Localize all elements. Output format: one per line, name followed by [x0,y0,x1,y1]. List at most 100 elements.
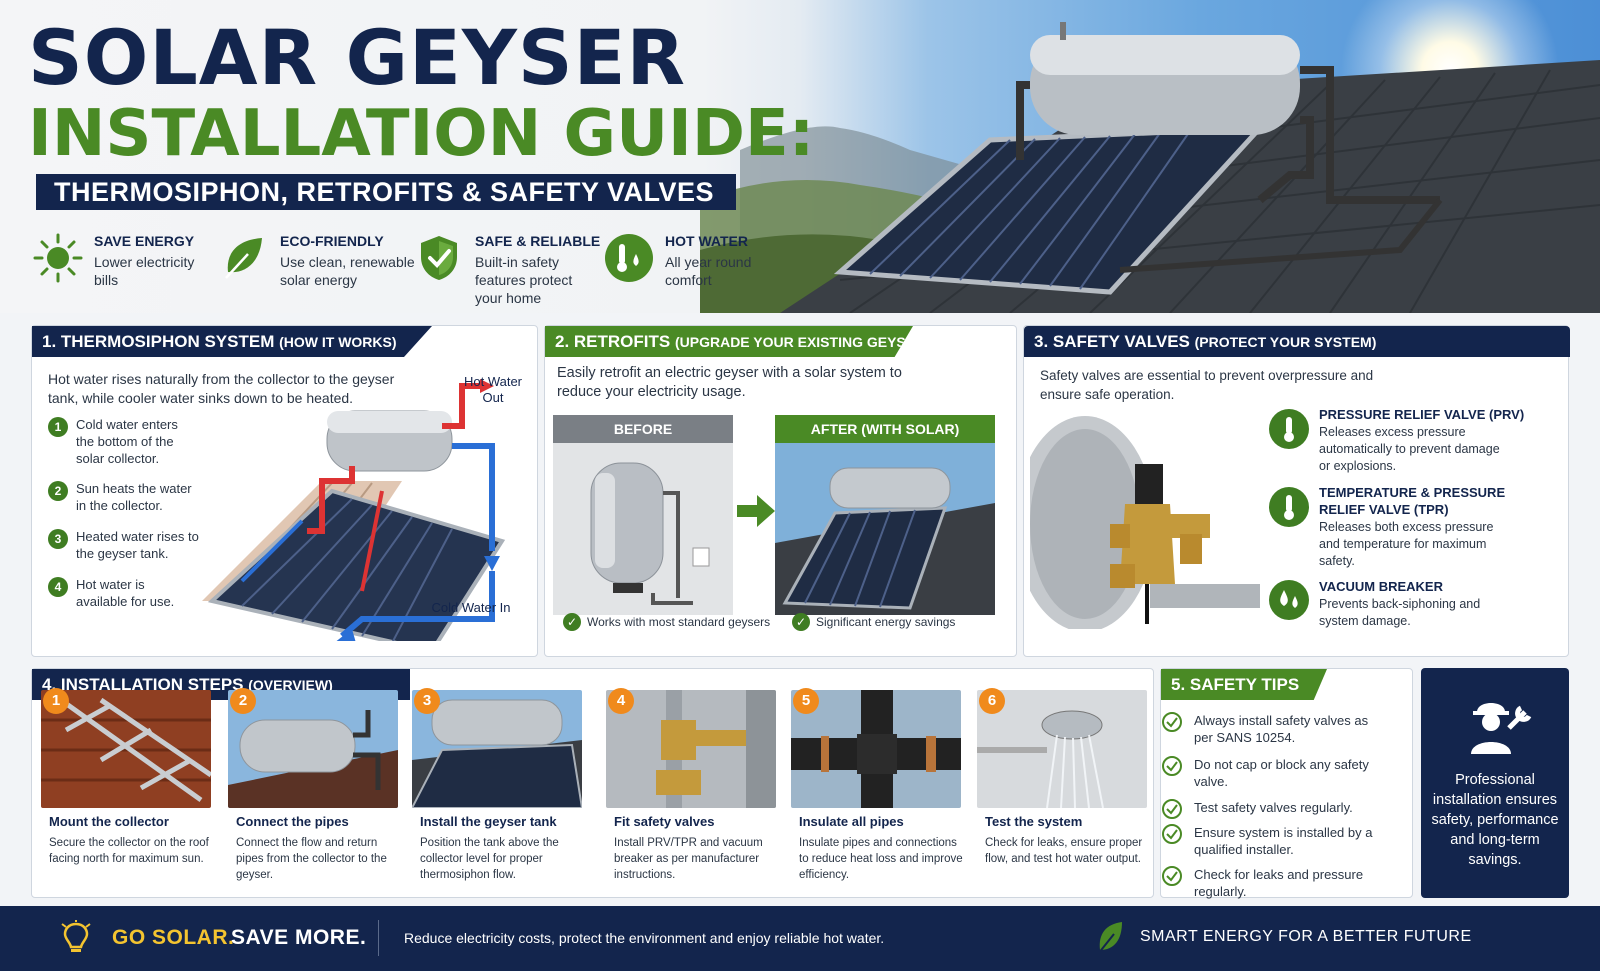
cold-water-in-label: Cold Water In [431,600,511,615]
footer-slogan-save-more: SAVE MORE. [231,926,367,949]
thermosiphon-panel: 1. THERMOSIPHON SYSTEM (HOW IT WORKS) Ho… [31,325,538,657]
check-circle-icon [1162,712,1182,732]
step-desc: Position the tank above the collector le… [420,837,559,881]
hero-subtitle: THERMOSIPHON, RETROFITS & SAFETY VALVES [36,174,736,210]
step-text: Hot water is available for use. [76,577,175,609]
valve-title: PRESSURE RELIEF VALVE (PRV) [1319,407,1525,422]
heading-text: 3. SAFETY VALVES [1034,332,1190,351]
retrofit-benefit: Significant energy savings [816,615,956,629]
feature-desc: All year round comfort [665,254,752,288]
step-text: Sun heats the water in the collector. [76,481,192,513]
install-step-2: 2 Connect the pipes Connect the flow and… [228,688,398,890]
install-step-5: 5 Insulate all pipes Insulate pipes and … [791,688,963,890]
safety-tip: Ensure system is installed by a qualifie… [1194,825,1373,857]
heading-text: 4. INSTALLATION STEPS [42,675,244,694]
feature-desc: Use clean, renewable solar energy [280,254,415,288]
check-icon: ✓ [563,613,581,631]
feature-title: SAFE & RELIABLE [475,233,601,249]
pro-installation-panel: Professional installation ensures safety… [1421,668,1569,898]
arrow-right-icon [737,495,775,527]
before-image: BEFORE [553,415,733,615]
step-text: Heated water rises to the geyser tank. [76,529,199,561]
valve-title: TEMPERATURE & PRESSURE RELIEF VALVE (TPR… [1319,485,1506,517]
step-title: Test the system [985,814,1083,829]
thermosiphon-diagram [202,379,506,641]
install-step-1: 1 Mount the collector Secure the collect… [41,688,211,890]
heading-text: 1. THERMOSIPHON SYSTEM [42,332,275,351]
step-text: Cold water enters the bottom of the sola… [76,417,178,466]
retrofit-benefit: Works with most standard geysers [587,615,771,629]
heading-note: (HOW IT WORKS) [279,334,397,350]
retrofits-panel: 2. RETROFITS (UPGRADE YOUR EXISTING GEYS… [544,325,1017,657]
safety-valves-heading: 3. SAFETY VALVES (PROTECT YOUR SYSTEM) [1024,326,1570,357]
electric-geyser-graphic [590,462,710,605]
footer-right-text: SMART ENERGY FOR A BETTER FUTURE [1140,928,1472,945]
lightbulb-icon [61,920,91,952]
heading-note: (UPGRADE YOUR EXISTING GEYSER) [674,334,930,350]
safety-tips-panel: 5. SAFETY TIPS [1160,668,1413,898]
install-step-3: 3 Install the geyser tank Position the t… [412,688,582,890]
footer-bar: GO SOLAR. SAVE MORE. Reduce electricity … [0,906,1600,971]
install-step-6: 6 Test the system Check for leaks, ensur… [977,688,1147,890]
retrofits-intro: Easily retrofit an electric geyser with … [557,365,902,400]
hero-title-line1: SOLAR GEYSER [28,13,687,102]
after-label: AFTER (WITH SOLAR) [775,415,995,443]
footer-slogan-go-solar: GO SOLAR. [112,926,235,949]
feature-desc: Lower electricity bills [94,254,195,288]
thermometer-icon [1269,409,1309,449]
footer-tagline: Reduce electricity costs, protect the en… [404,930,885,946]
safety-tip: Always install safety valves as per SANS… [1194,713,1369,745]
step-badge: 4 [608,688,634,714]
step-badge: 1 [43,688,69,714]
hero-banner: SOLAR GEYSER INSTALLATION GUIDE: THERMOS… [0,0,1600,313]
feature-desc: Built-in safety features protect your ho… [475,254,573,306]
sun-icon [33,233,83,283]
installation-steps-panel: 4. INSTALLATION STEPS (OVERVIEW) [31,668,1154,898]
step-desc: Connect the flow and return pipes from t… [236,837,387,881]
feature-title: ECO-FRIENDLY [280,233,384,249]
check-circle-icon [1162,756,1182,776]
safety-tip: Test safety valves regularly. [1194,800,1353,815]
thermometer-drop-icon [605,234,653,282]
heading-note: (OVERVIEW) [248,677,333,693]
pro-installation-text: Professional installation ensures safety… [1431,772,1559,868]
fit-valves-photo [606,690,776,808]
step-number: 1 [48,417,68,437]
safety-valve-photo [1030,416,1260,629]
step-badge: 2 [230,688,256,714]
retrofits-heading: 2. RETROFITS (UPGRADE YOUR EXISTING GEYS… [545,326,913,357]
safety-tip: Do not cap or block any safety valve. [1194,757,1369,789]
water-drops-icon [1269,580,1309,620]
thermometer-icon [1269,487,1309,527]
valve-title: VACUUM BREAKER [1319,579,1443,594]
feature-title: HOT WATER [665,233,748,249]
feature-safe-reliable: SAFE & RELIABLE Built-in safety features… [413,228,603,308]
step-badge: 3 [414,688,440,714]
hero-solar-geyser-illustration [700,22,1600,313]
install-tank-photo [412,690,582,808]
step-desc: Install PRV/TPR and vacuum breaker as pe… [614,837,763,881]
check-circle-icon [1162,799,1182,819]
step-number: 3 [48,529,68,549]
before-label: BEFORE [553,415,733,443]
step-desc: Check for leaks, ensure proper flow, and… [985,837,1143,865]
step-badge: 5 [793,688,819,714]
install-heading: 4. INSTALLATION STEPS (OVERVIEW) [32,669,410,700]
after-image: AFTER (WITH SOLAR) [775,415,995,615]
step-badge: 6 [979,688,1005,714]
valve-desc: Prevents back-siphoning and system damag… [1319,597,1481,628]
safety-valves-panel: 3. SAFETY VALVES (PROTECT YOUR SYSTEM) S… [1023,325,1570,657]
thermosiphon-heading: 1. THERMOSIPHON SYSTEM (HOW IT WORKS) [32,326,432,357]
safety-tips-heading: 5. SAFETY TIPS [1161,669,1327,700]
worker-wrench-icon [1471,703,1532,754]
step-title: Fit safety valves [614,814,715,829]
check-circle-icon [1162,824,1182,844]
step-title: Connect the pipes [236,814,349,829]
mount-collector-photo [41,690,211,808]
step-title: Insulate all pipes [799,814,904,829]
leaf-icon [225,238,262,279]
feature-save-energy: SAVE ENERGY Lower electricity bills [32,228,217,308]
step-number: 4 [48,577,68,597]
safety-valves-intro: Safety valves are essential to prevent o… [1040,368,1374,402]
test-system-photo [977,690,1147,808]
